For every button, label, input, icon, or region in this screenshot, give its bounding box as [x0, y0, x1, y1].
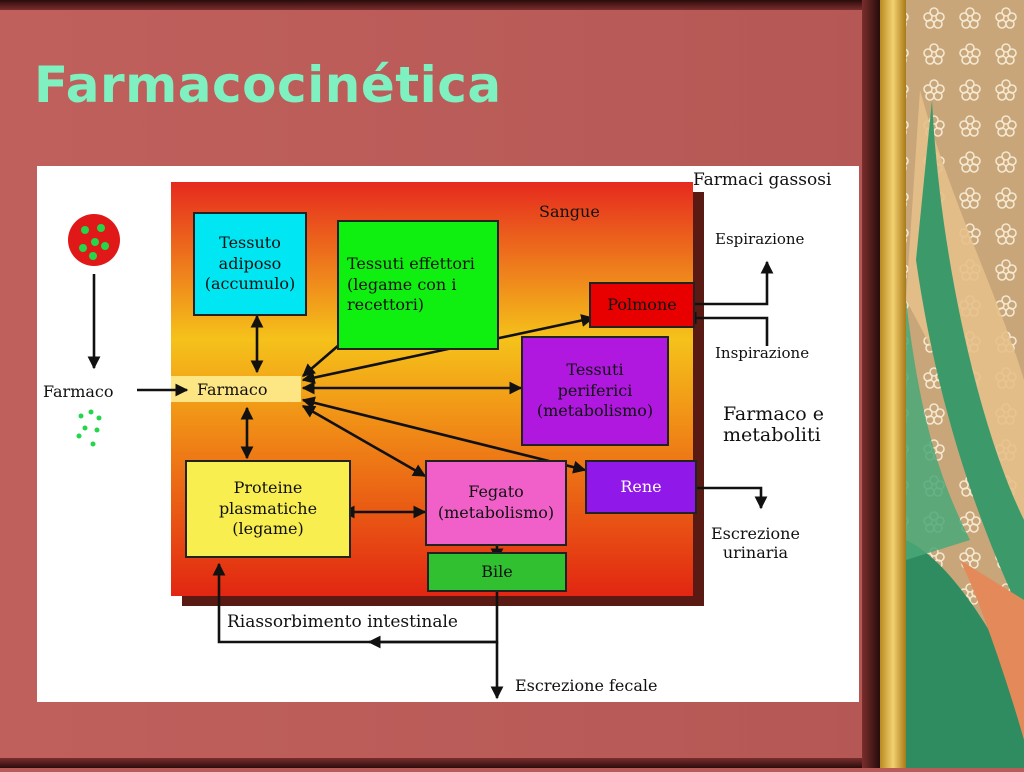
- blood-label: Sangue: [539, 202, 600, 221]
- intestinal-reabsorption-arrow: [212, 562, 499, 644]
- effector-tissues-box: Tessuti effettori (legame con i recettor…: [337, 220, 499, 350]
- slide-frame-right: [862, 0, 882, 768]
- expiration-label: Espirazione: [715, 230, 805, 248]
- drug-particles-icon: [76, 409, 102, 447]
- center-liver-arrow: [301, 404, 427, 478]
- drug-input-label: Farmaco: [43, 382, 114, 401]
- slide-frame-bottom: [0, 758, 880, 768]
- peripheral-tissues-box: Tessuti periferici (metabolismo): [521, 336, 669, 446]
- slide-title: Farmacocinética: [34, 56, 502, 114]
- inspiration-lung-arrow: [683, 311, 769, 346]
- bile-box: Bile: [427, 552, 567, 592]
- gaseous-drugs-label: Farmaci gassosi: [693, 170, 832, 190]
- floral-decoration-panel: [880, 0, 1024, 768]
- kidney-box: Rene: [585, 460, 697, 514]
- central-drug-band: [171, 376, 301, 402]
- inspiration-label: Inspirazione: [715, 344, 810, 362]
- pharmacokinetics-diagram: Farmaci gassosi Sangue Tessuto adiposo (…: [37, 166, 859, 702]
- lung-expiration-arrow: [695, 260, 774, 306]
- slide-frame-top: [0, 0, 880, 10]
- drug-metabolites-label: Farmaco e metaboliti: [723, 403, 825, 446]
- kidney-excretion-arrow: [697, 486, 768, 510]
- intestinal-reabsorption-label: Riassorbimento intestinale: [227, 612, 458, 632]
- lung-box: Polmone: [589, 282, 695, 328]
- liver-box: Fegato (metabolismo): [425, 460, 567, 546]
- central-drug-label: Farmaco: [197, 380, 268, 399]
- adipose-tissue-box: Tessuto adiposo (accumulo): [193, 212, 307, 316]
- plasma-proteins-box: Proteine plasmatiche (legame): [185, 460, 351, 558]
- fecal-excretion-label: Escrezione fecale: [515, 676, 658, 695]
- urinary-excretion-label: Escrezione urinaria: [711, 524, 800, 563]
